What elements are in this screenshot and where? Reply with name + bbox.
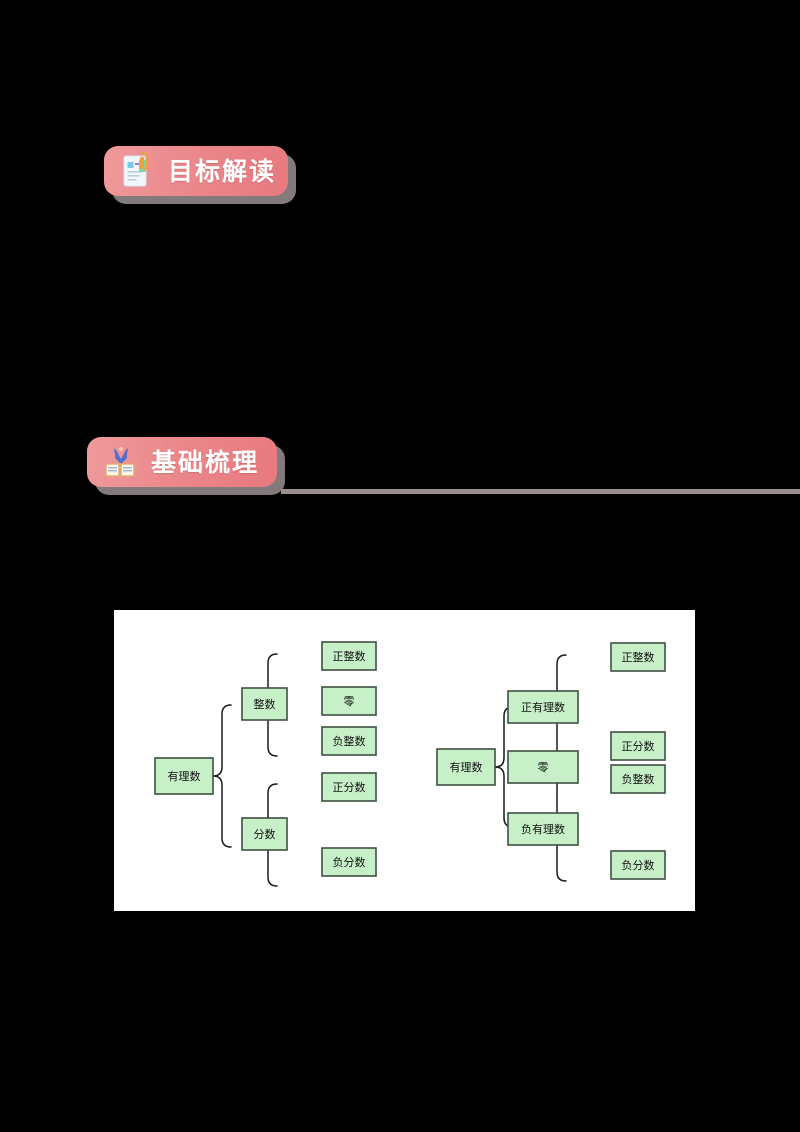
node-label: 正整数 [333,649,366,663]
node-label: 正有理数 [521,700,565,714]
node-left-negative-integer: 负整数 [321,726,377,756]
open-book-icon [105,446,135,477]
document-clip-icon [123,151,149,187]
node-label: 正分数 [333,781,366,794]
node-right-zero: 零 [507,750,579,784]
section-banner-basics: 基础梳理 [87,437,285,495]
banner-title-basics: 基础梳理 [151,447,260,477]
node-label: 负整数 [622,772,655,786]
left-root-brace-lower [212,775,232,848]
node-right-positive-rational: 正有理数 [507,690,579,724]
rational-number-diagram: 有理数 整数 分数 正整数 零 负整数 正分数 负分数 [154,641,666,887]
node-label: 负分数 [622,858,655,872]
node-label: 有理数 [168,769,201,783]
node-left-negative-fraction: 负分数 [321,847,377,877]
section-banner-goal: 目标解读 [104,146,296,204]
node-left-integer: 整数 [241,687,288,721]
node-right-positive-integer: 正整数 [610,642,666,672]
node-label: 零 [538,761,549,774]
node-right-negative-integer: 负整数 [610,764,666,794]
node-left-fraction: 分数 [241,817,288,851]
node-right-negative-fraction: 负分数 [610,850,666,880]
node-label: 负整数 [333,734,366,748]
node-right-negative-rational: 负有理数 [507,812,579,846]
node-left-root: 有理数 [154,757,214,795]
node-label: 有理数 [450,760,483,774]
node-label: 分数 [254,828,276,841]
banner-body: 目标解读 [104,146,288,196]
node-right-root: 有理数 [436,748,496,786]
node-right-positive-fraction: 正分数 [610,731,666,761]
node-label: 整数 [254,697,276,711]
node-left-positive-fraction: 正分数 [321,772,377,802]
left-root-brace-upper [212,704,232,777]
node-left-positive-integer: 正整数 [321,641,377,671]
banner-body: 基础梳理 [87,437,277,487]
node-label: 正整数 [622,650,655,664]
node-label: 负有理数 [521,822,565,836]
node-label: 零 [344,695,355,708]
section-divider-rule [281,489,800,494]
node-label: 正分数 [622,740,655,753]
node-left-zero: 零 [321,686,377,716]
rational-number-diagram-card: 有理数 整数 分数 正整数 零 负整数 正分数 负分数 [114,610,695,911]
banner-title-goal: 目标解读 [168,156,277,186]
node-label: 负分数 [333,855,366,869]
